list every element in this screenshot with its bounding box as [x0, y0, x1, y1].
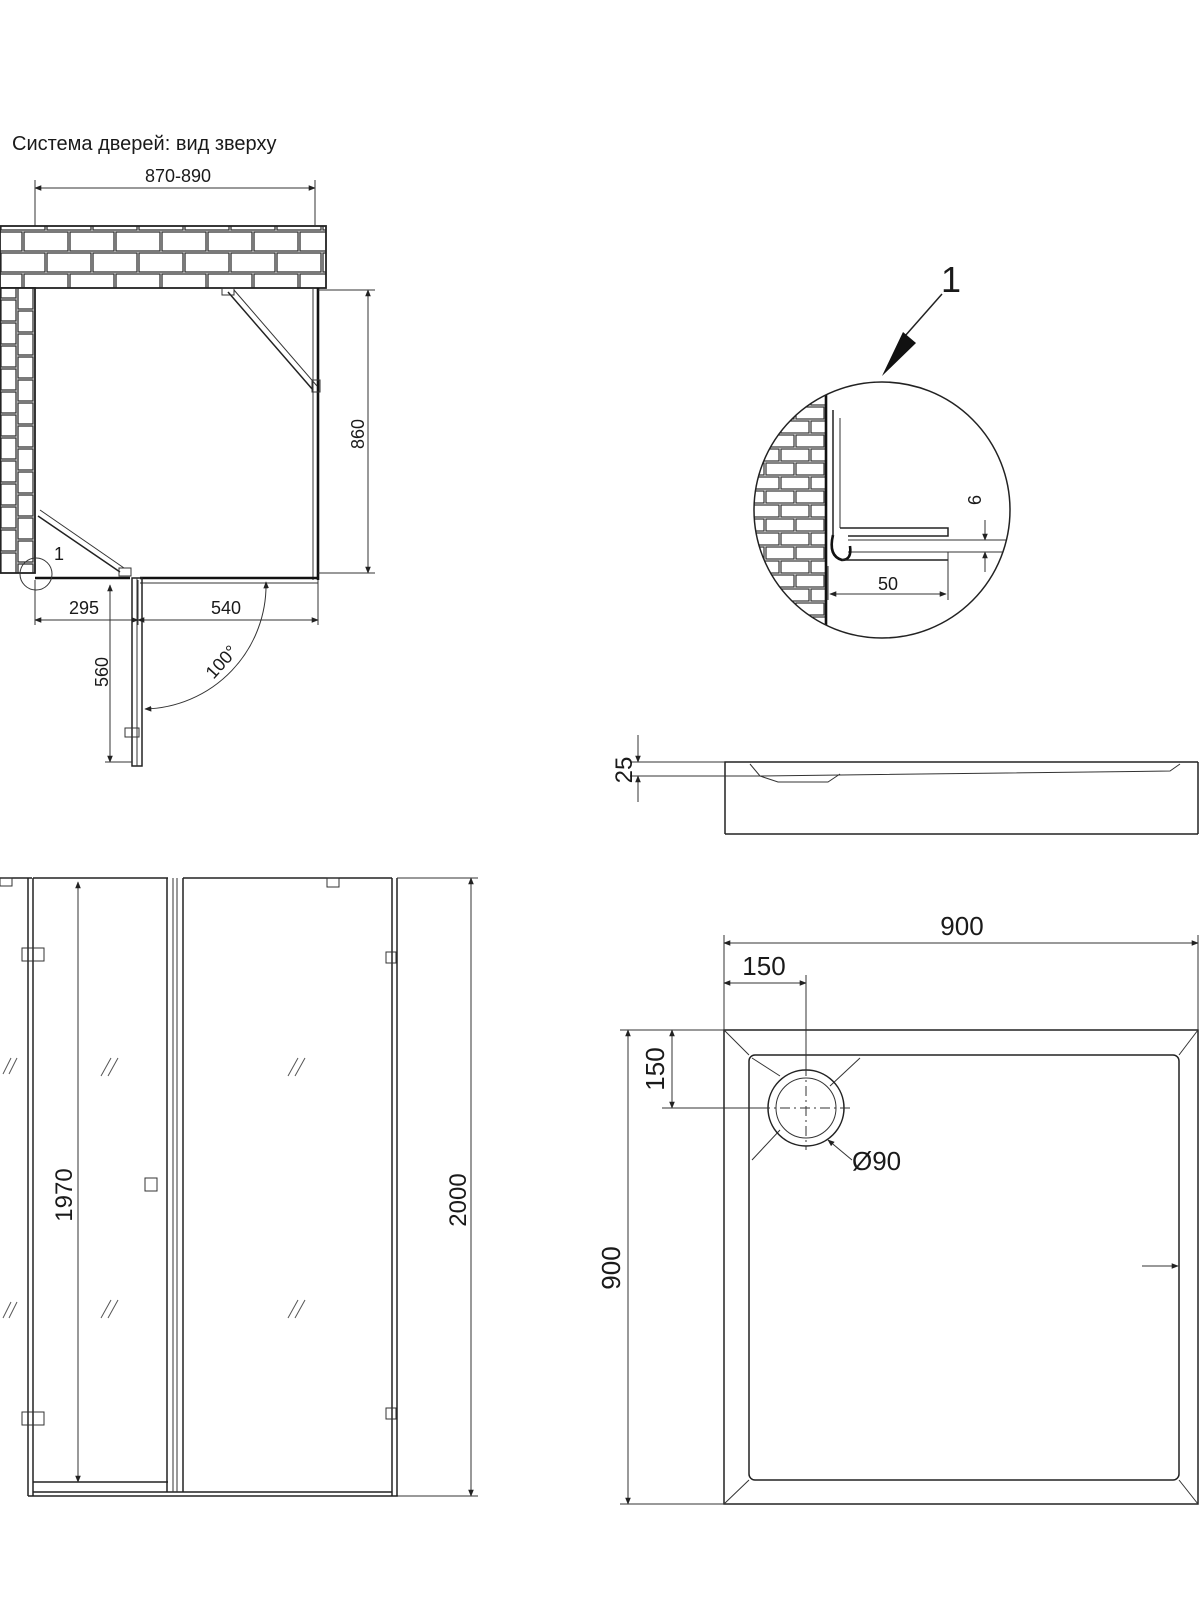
detail-label: 1	[941, 259, 961, 300]
leader-line	[904, 293, 943, 337]
tray-side-basin	[749, 763, 1181, 777]
bar-clamp	[311, 379, 321, 393]
bar-clamp	[118, 567, 132, 577]
tray-side-drain	[759, 773, 841, 783]
tray-bevel	[1178, 1029, 1199, 1056]
dim-drain-x-label: 150	[742, 951, 785, 981]
swing-angle-label: 100°	[202, 641, 242, 682]
tray-bevel	[723, 1029, 750, 1056]
support-bar-left-edge	[39, 509, 125, 569]
door-knob	[144, 1177, 158, 1192]
clamp	[385, 1407, 397, 1420]
dim-right-label: 540	[211, 598, 241, 618]
bar-clamp	[221, 287, 235, 296]
detail-callout-circle	[19, 557, 53, 591]
dim-door-height-label: 1970	[51, 1168, 78, 1221]
top-view: Система дверей: вид зверху 870-890 1	[0, 133, 375, 767]
support-bar	[227, 291, 314, 391]
support-bar-edge	[233, 289, 318, 387]
tray-bevel	[1178, 1479, 1199, 1505]
clamp	[385, 951, 397, 964]
leader-arrow	[882, 332, 916, 376]
tray-plan-view: 900 150 900 150 Ø90	[596, 911, 1199, 1505]
hinge-bottom	[21, 1411, 45, 1426]
detail-content	[754, 382, 1010, 638]
tray-inner	[748, 1054, 1180, 1481]
dim-drain-y-label: 150	[640, 1047, 670, 1090]
brick-wall-left	[0, 287, 36, 574]
hinge-top	[21, 947, 45, 962]
top-view-title: Система дверей: вид зверху	[12, 133, 276, 155]
detail-circle	[753, 381, 1011, 639]
detail-profile	[840, 527, 949, 537]
dim-door-label: 560	[92, 657, 112, 687]
support-bar-left	[37, 515, 121, 573]
dim-tray-depth-label: 900	[596, 1246, 626, 1289]
clamp	[0, 877, 13, 887]
drain-slope	[829, 1057, 861, 1087]
dim-gap-label: 6	[965, 495, 985, 505]
diameter-leader	[827, 1139, 853, 1161]
drain-slope	[751, 1129, 781, 1161]
callout-number: 1	[54, 544, 64, 564]
dim-width-label: 870-890	[145, 166, 211, 186]
glass-reflections	[2, 1057, 306, 1319]
dim-left-label: 295	[69, 598, 99, 618]
tray-side-view: 25	[611, 735, 1199, 835]
clamp	[326, 877, 340, 888]
brick-wall-top	[0, 225, 327, 289]
tray-outer	[723, 1029, 1199, 1505]
dim-overlap-label: 50	[878, 574, 898, 594]
dim-height-label: 25	[611, 757, 638, 784]
dim-depth-label: 860	[348, 419, 368, 449]
detail-view: 1 6 50	[753, 259, 1011, 639]
tray-side-outline	[724, 761, 1198, 834]
dim-total-height-label: 2000	[445, 1173, 472, 1226]
detail-seal	[830, 534, 852, 562]
door-swing-arc	[144, 581, 269, 712]
tray-bevel	[723, 1479, 750, 1505]
door-handle	[124, 727, 140, 738]
dim-tray-width-label: 900	[940, 911, 983, 941]
dim-drain-diameter-label: Ø90	[852, 1146, 901, 1176]
front-view: 1970 2000	[0, 877, 478, 1497]
drain-slope	[751, 1057, 781, 1077]
